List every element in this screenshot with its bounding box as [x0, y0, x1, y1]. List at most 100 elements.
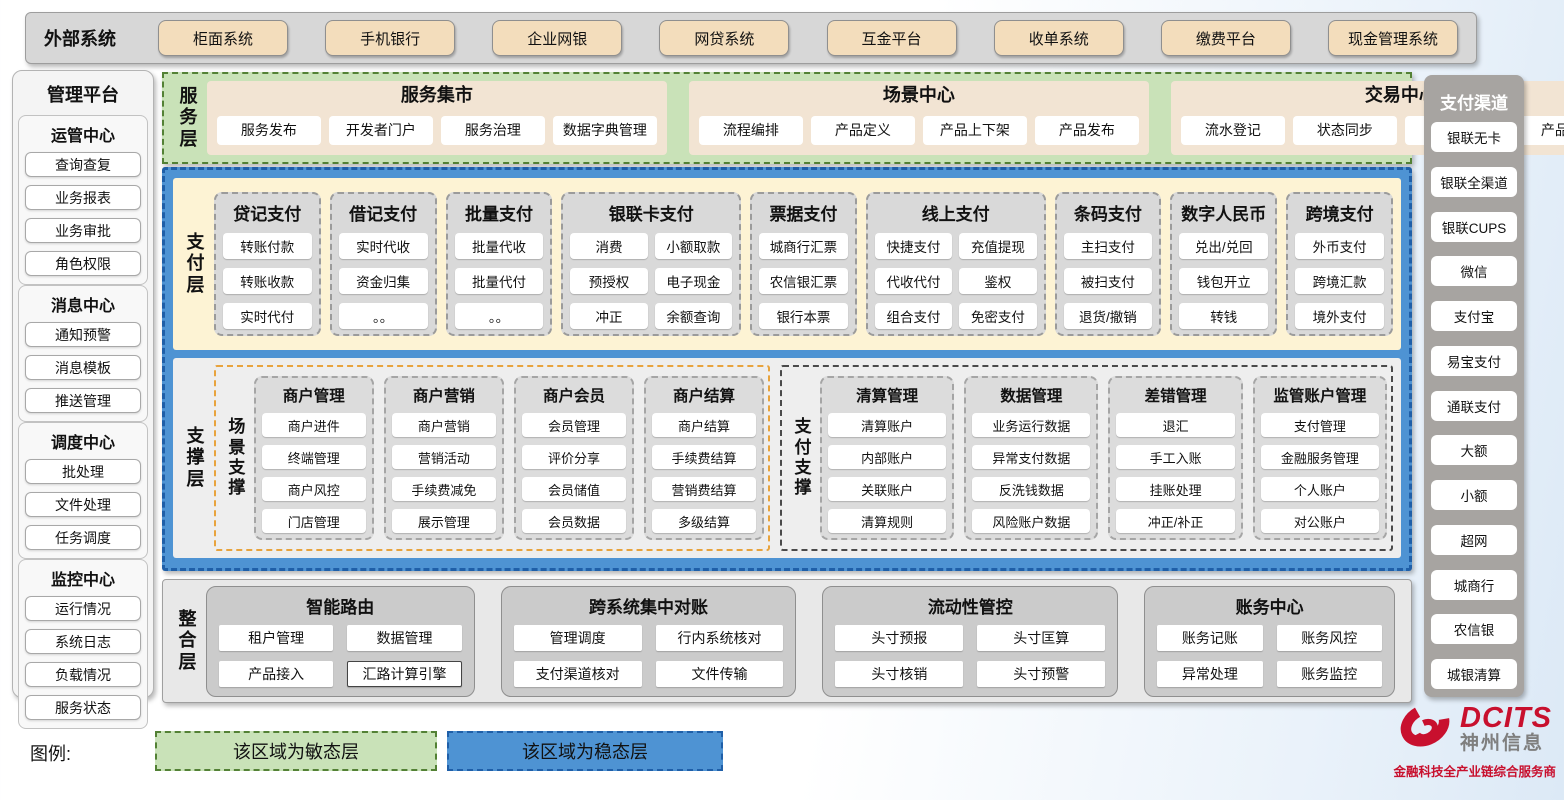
payment-channel-item[interactable]: 城银清算: [1431, 659, 1517, 689]
payment-item[interactable]: 代收代付: [875, 268, 952, 294]
payment-item[interactable]: 小额取款: [655, 233, 732, 259]
support-item[interactable]: 商户进件: [262, 413, 366, 437]
payment-channel-item[interactable]: 小额: [1431, 480, 1517, 510]
payment-item[interactable]: 冲正: [570, 303, 647, 329]
support-item[interactable]: 商户营销: [392, 413, 496, 437]
support-item[interactable]: 评价分享: [522, 445, 626, 469]
integration-item[interactable]: 头寸预报: [835, 625, 963, 651]
management-item[interactable]: 角色权限: [25, 251, 141, 276]
external-system-node[interactable]: 企业网银: [492, 20, 622, 56]
payment-channel-item[interactable]: 银联全渠道: [1431, 167, 1517, 197]
integration-item[interactable]: 支付渠道核对: [514, 661, 642, 687]
external-system-node[interactable]: 柜面系统: [158, 20, 288, 56]
service-item[interactable]: 状态同步: [1293, 116, 1397, 145]
support-item[interactable]: 营销费结算: [652, 477, 756, 501]
payment-channel-item[interactable]: 银联无卡: [1431, 122, 1517, 152]
payment-item[interactable]: 退货/撤销: [1064, 303, 1153, 329]
payment-item[interactable]: 实时代收: [339, 233, 428, 259]
support-item[interactable]: 挂账处理: [1116, 477, 1234, 501]
payment-item[interactable]: 资金归集: [339, 268, 428, 294]
support-item[interactable]: 会员数据: [522, 509, 626, 533]
management-item[interactable]: 业务审批: [25, 218, 141, 243]
management-item[interactable]: 查询查复: [25, 152, 141, 177]
support-item[interactable]: 退汇: [1116, 413, 1234, 437]
payment-item[interactable]: 免密支付: [959, 303, 1036, 329]
service-item[interactable]: 开发者门户: [329, 116, 433, 145]
support-item[interactable]: 会员管理: [522, 413, 626, 437]
management-item[interactable]: 消息模板: [25, 355, 141, 380]
support-item[interactable]: 对公账户: [1261, 509, 1379, 533]
payment-item[interactable]: 外币支付: [1295, 233, 1384, 259]
payment-channel-item[interactable]: 大额: [1431, 435, 1517, 465]
service-item[interactable]: 数据字典管理: [553, 116, 657, 145]
support-item[interactable]: 展示管理: [392, 509, 496, 533]
support-item[interactable]: 营销活动: [392, 445, 496, 469]
support-item[interactable]: 手续费结算: [652, 445, 756, 469]
management-item[interactable]: 推送管理: [25, 388, 141, 413]
external-system-node[interactable]: 网贷系统: [659, 20, 789, 56]
payment-item[interactable]: 。。: [339, 303, 428, 329]
payment-item[interactable]: 余额查询: [655, 303, 732, 329]
payment-channel-item[interactable]: 通联支付: [1431, 391, 1517, 421]
support-item[interactable]: 门店管理: [262, 509, 366, 533]
service-item[interactable]: 产品发布: [1035, 116, 1139, 145]
integration-item[interactable]: 汇路计算引擎: [347, 661, 461, 687]
payment-item[interactable]: 组合支付: [875, 303, 952, 329]
external-system-node[interactable]: 现金管理系统: [1328, 20, 1458, 56]
service-item[interactable]: 产品上下架: [923, 116, 1027, 145]
support-item[interactable]: 手工入账: [1116, 445, 1234, 469]
support-item[interactable]: 个人账户: [1261, 477, 1379, 501]
support-item[interactable]: 异常支付数据: [972, 445, 1090, 469]
management-item[interactable]: 批处理: [25, 459, 141, 484]
support-item[interactable]: 内部账户: [828, 445, 946, 469]
integration-item[interactable]: 账务监控: [1277, 661, 1382, 687]
management-item[interactable]: 通知预警: [25, 322, 141, 347]
support-item[interactable]: 清算规则: [828, 509, 946, 533]
support-item[interactable]: 冲正/补正: [1116, 509, 1234, 533]
integration-item[interactable]: 行内系统核对: [656, 625, 784, 651]
integration-item[interactable]: 文件传输: [656, 661, 784, 687]
support-item[interactable]: 多级结算: [652, 509, 756, 533]
integration-item[interactable]: 头寸匡算: [977, 625, 1105, 651]
payment-item[interactable]: 兑出/兑回: [1179, 233, 1268, 259]
payment-item[interactable]: 充值提现: [959, 233, 1036, 259]
payment-item[interactable]: 批量代付: [455, 268, 544, 294]
service-item[interactable]: 流程编排: [699, 116, 803, 145]
external-system-node[interactable]: 缴费平台: [1161, 20, 1291, 56]
support-item[interactable]: 金融服务管理: [1261, 445, 1379, 469]
payment-item[interactable]: 实时代付: [223, 303, 312, 329]
payment-channel-item[interactable]: 银联CUPS: [1431, 212, 1517, 242]
integration-item[interactable]: 产品接入: [219, 661, 333, 687]
support-item[interactable]: 支付管理: [1261, 413, 1379, 437]
payment-item[interactable]: 转账收款: [223, 268, 312, 294]
support-item[interactable]: 商户结算: [652, 413, 756, 437]
integration-item[interactable]: 租户管理: [219, 625, 333, 651]
support-item[interactable]: 终端管理: [262, 445, 366, 469]
service-item[interactable]: 产品定义: [811, 116, 915, 145]
support-item[interactable]: 会员储值: [522, 477, 626, 501]
management-item[interactable]: 服务状态: [25, 695, 141, 720]
payment-channel-item[interactable]: 微信: [1431, 256, 1517, 286]
payment-item[interactable]: 主扫支付: [1064, 233, 1153, 259]
integration-item[interactable]: 数据管理: [347, 625, 461, 651]
support-item[interactable]: 商户风控: [262, 477, 366, 501]
management-item[interactable]: 系统日志: [25, 629, 141, 654]
payment-item[interactable]: 电子现金: [655, 268, 732, 294]
payment-item[interactable]: 转账付款: [223, 233, 312, 259]
external-system-node[interactable]: 手机银行: [325, 20, 455, 56]
support-item[interactable]: 风险账户数据: [972, 509, 1090, 533]
payment-item[interactable]: 。。: [455, 303, 544, 329]
external-system-node[interactable]: 互金平台: [827, 20, 957, 56]
support-item[interactable]: 反洗钱数据: [972, 477, 1090, 501]
payment-item[interactable]: 转钱: [1179, 303, 1268, 329]
payment-item[interactable]: 快捷支付: [875, 233, 952, 259]
support-item[interactable]: 手续费减免: [392, 477, 496, 501]
integration-item[interactable]: 账务风控: [1277, 625, 1382, 651]
management-item[interactable]: 负载情况: [25, 662, 141, 687]
payment-item[interactable]: 预授权: [570, 268, 647, 294]
integration-item[interactable]: 异常处理: [1157, 661, 1262, 687]
payment-item[interactable]: 批量代收: [455, 233, 544, 259]
management-item[interactable]: 业务报表: [25, 185, 141, 210]
payment-item[interactable]: 城商行汇票: [759, 233, 848, 259]
payment-channel-item[interactable]: 易宝支付: [1431, 346, 1517, 376]
